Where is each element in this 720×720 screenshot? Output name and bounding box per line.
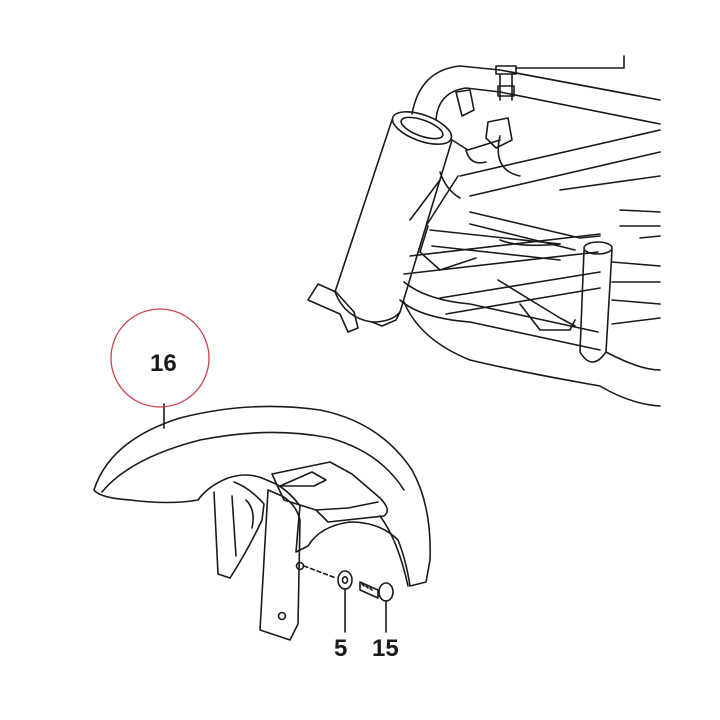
front-fender (93, 405, 431, 641)
lower-head-bracket (307, 283, 359, 333)
steering-head-tube (334, 119, 453, 313)
bolt-part (359, 581, 394, 602)
frame-assembly (307, 55, 661, 407)
callout-16-highlight-circle (110, 308, 210, 408)
mount-bracket (455, 89, 475, 117)
side-tube-upper (403, 233, 601, 275)
top-leader-line (515, 55, 625, 69)
callout-label-16[interactable]: 16 (150, 350, 177, 377)
fender-mount-hole (295, 561, 305, 571)
fender-outer-arc (93, 405, 431, 587)
steering-head-top-rim (391, 111, 453, 145)
washer-part (337, 570, 353, 590)
top-frame-tube (411, 65, 661, 115)
callout-label-5[interactable]: 5 (334, 635, 348, 662)
side-tube-lower (399, 281, 601, 351)
fender-center-panel (271, 461, 388, 523)
fastener-set (303, 565, 394, 633)
vertical-tube (579, 249, 613, 363)
fender-left-stay (213, 481, 265, 579)
fender-right-stay (259, 489, 301, 641)
assembly-axis-line (303, 565, 337, 579)
down-tube-left (409, 175, 459, 227)
callout-label-15[interactable]: 15 (372, 635, 399, 662)
